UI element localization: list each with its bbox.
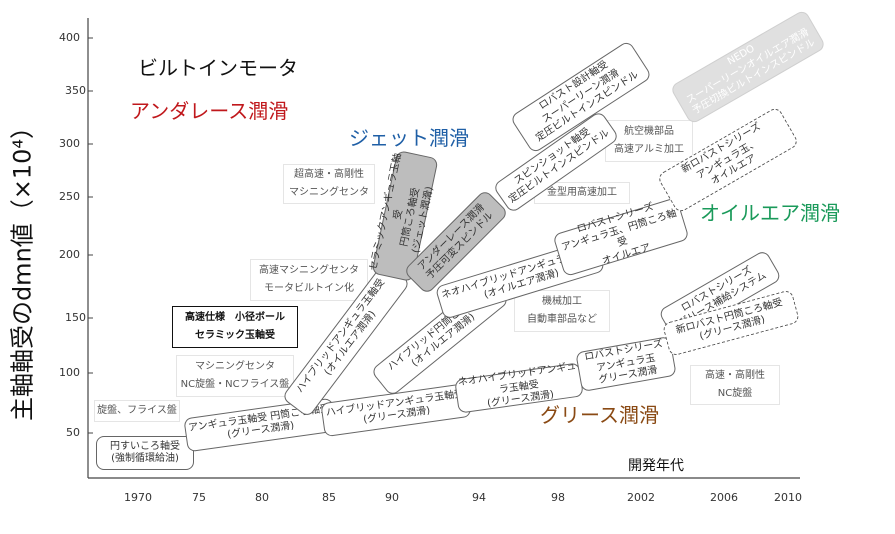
x-tick: 2006 [710,491,738,504]
x-tick: 98 [551,491,565,504]
label-machining-center-nc: マシニングセンタ NC旋盤・NCフライス盤 [176,355,294,397]
label-lathe-milling: 旋盤、フライス盤 [94,400,180,422]
x-tick: 90 [385,491,399,504]
heading-oilair-lubrication: オイルエア潤滑 [700,201,840,225]
heading-jet-lubrication: ジェット潤滑 [349,126,469,150]
x-tick: 80 [255,491,269,504]
x-tick: 2002 [627,491,655,504]
heading-builtin-motor: ビルトインモータ [138,56,298,80]
x-tick: 2010 [774,491,802,504]
x-tick: 85 [322,491,336,504]
label-high-speed-small-ball: 高速仕様 小径ボール セラミック玉軸受 [172,306,298,348]
y-tick-250: 250 [59,190,80,203]
y-tick-100: 100 [59,366,80,379]
label-ultra-high-speed-rigid: 超高速・高剛性 マシニングセンタ [283,164,375,204]
x-axis-title: 開発年代 [628,458,684,474]
x-tick: 75 [192,491,206,504]
label-machining-auto-parts: 機械加工 自動車部品など [514,290,610,332]
label-hs-machining-center-motor: 高速マシニングセンタ モータビルトイン化 [250,259,368,301]
y-tick-300: 300 [59,137,80,150]
x-tick: 1970 [124,491,152,504]
heading-underrace-lubrication: アンダレース潤滑 [130,99,289,123]
y-tick-150: 150 [65,311,86,324]
heading-grease-lubrication: グリース潤滑 [540,403,659,427]
label-aircraft-aluminum: 航空機部品 高速アルミ加工 [605,120,693,162]
y-tick-200: 200 [59,248,80,261]
y-axis-title: 主軸軸受のdmn値（×10⁴） [8,114,37,422]
label-hs-rigid-nc-lathe: 高速・高剛性 NC旋盤 [690,365,780,405]
box-tapered-roller-circulation: 円すいころ軸受 (強制循環給油) [96,436,194,470]
x-tick: 94 [472,491,486,504]
y-tick-350: 350 [65,84,86,97]
y-tick-50: 50 [66,426,80,439]
y-tick-400: 400 [59,31,80,44]
